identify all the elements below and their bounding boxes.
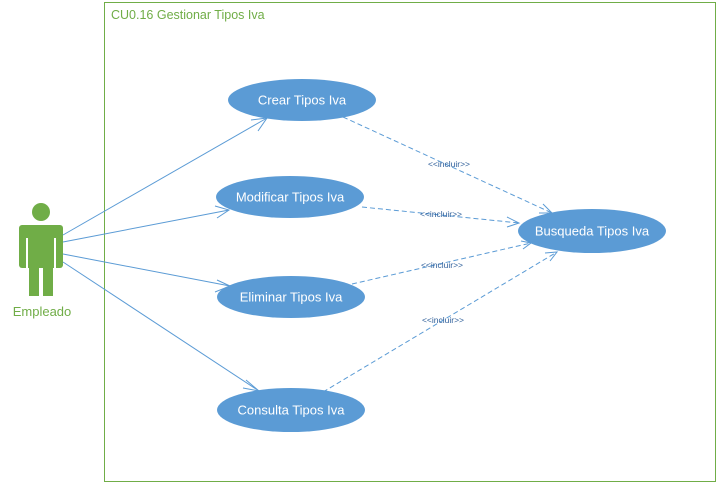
association-consulta [62,261,260,392]
actor-left-arm-gap [26,238,28,268]
include-line-eliminar [351,242,532,285]
include-label-modificar: <<incluir>> [420,209,462,219]
include-label-consulta: <<incluir>> [422,315,464,325]
actor-empleado [19,203,63,296]
include-label-eliminar: <<incluir>> [421,260,463,270]
actor-right-arm-gap [54,238,56,268]
include-arrowhead-consulta [544,251,559,262]
include-line-modificar [361,206,520,224]
include-label-crear: <<incluir>> [428,159,470,169]
include-line-crear [342,116,553,214]
actor-label: Empleado [13,304,72,319]
actor-right-leg [43,266,53,296]
use-case-modificar-label: Modificar Tipos Iva [236,190,345,205]
association-eliminar [62,253,231,287]
association-crear [62,117,268,236]
use-case-eliminar-shape [217,276,365,318]
actor-head [32,203,50,221]
use-case-consulta-shape [217,388,365,432]
actor-left-leg [29,266,39,296]
include-arrowhead-crear [539,203,554,214]
include-relations [322,116,558,393]
use-case-busqueda: Busqueda Tipos Iva [518,209,666,253]
use-case-modificar: Modificar Tipos Iva [216,176,364,218]
use-case-consulta-label: Consulta Tipos Iva [238,403,346,418]
use-case-crear-label: Crear Tipos Iva [258,93,347,108]
use-case-modificar-shape [216,176,364,218]
use-case-crear: Crear Tipos Iva [228,79,376,121]
use-case-crear-shape [228,79,376,121]
association-modificar-arrowhead [214,205,231,219]
use-case-eliminar: Eliminar Tipos Iva [217,276,365,318]
associations [62,117,269,392]
use-case-eliminar-label: Eliminar Tipos Iva [240,290,343,305]
use-case-busqueda-shape [518,209,666,253]
include-line-consulta [322,251,558,393]
association-modificar [62,209,230,243]
use-case-consulta: Consulta Tipos Iva [217,388,365,432]
system-boundary [104,2,716,482]
actor-torso [19,225,63,268]
include-arrowhead-modificar [506,216,521,228]
use-case-busqueda-label: Busqueda Tipos Iva [535,224,650,239]
system-boundary-title: CU0.16 Gestionar Tipos Iva [111,8,265,22]
